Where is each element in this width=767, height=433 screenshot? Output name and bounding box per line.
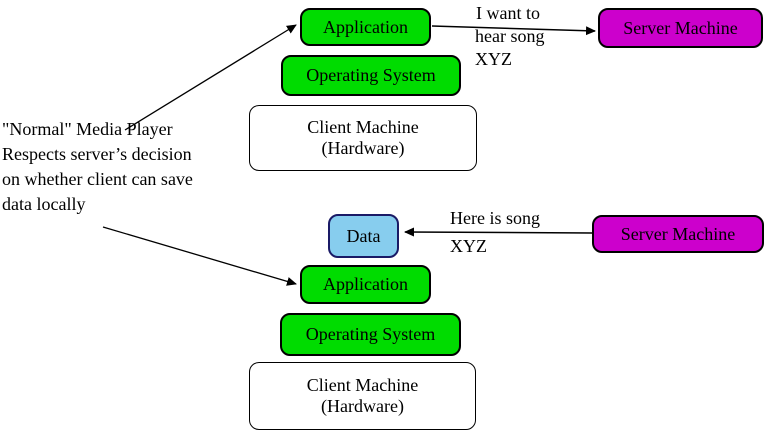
request-message-line2: hear song xyxy=(475,26,545,46)
top-client-machine-label: Client Machine (Hardware) xyxy=(307,117,418,159)
bottom-client-machine-line2: (Hardware) xyxy=(321,396,404,416)
top-client-machine-box: Client Machine (Hardware) xyxy=(249,105,477,171)
response-message-line1: Here is song xyxy=(450,208,540,228)
bottom-operating-system-box: Operating System xyxy=(280,313,461,356)
response-message-line2: XYZ xyxy=(450,236,487,256)
annotation-line-4: data locally xyxy=(2,194,86,214)
arrow-annotation-to-bottom-application xyxy=(102,226,297,286)
request-message-line3: XYZ xyxy=(475,49,512,69)
annotation-line-2: Respects server’s decision xyxy=(2,144,192,164)
bottom-server-machine-label: Server Machine xyxy=(620,223,736,244)
top-operating-system-label: Operating System xyxy=(306,65,436,85)
bottom-client-machine-line1: Client Machine xyxy=(306,375,419,395)
top-server-machine-box: Server Machine xyxy=(598,8,763,48)
top-application-label: Application xyxy=(323,16,408,37)
top-client-machine-line1: Client Machine xyxy=(307,117,419,137)
data-label: Data xyxy=(346,225,381,246)
annotation-line-3: on whether client can save xyxy=(2,169,193,189)
data-box: Data xyxy=(328,214,399,258)
bottom-client-machine-box: Client Machine (Hardware) xyxy=(249,362,476,430)
bottom-operating-system-label: Operating System xyxy=(305,324,436,344)
bottom-application-label: Application xyxy=(323,274,408,294)
annotation-text: "Normal" Media Player Respects server’s … xyxy=(2,117,193,217)
top-operating-system-box: Operating System xyxy=(281,55,461,96)
arrow-response-server-to-data xyxy=(404,227,593,237)
bottom-application-box: Application xyxy=(300,265,431,304)
top-application-box: Application xyxy=(300,8,431,46)
arrow-annotation-to-top-application xyxy=(124,24,297,131)
request-message-line1: I want to xyxy=(476,3,540,23)
bottom-server-machine-box: Server Machine xyxy=(592,215,764,253)
top-server-machine-label: Server Machine xyxy=(623,17,738,38)
bottom-client-machine-label: Client Machine (Hardware) xyxy=(307,375,418,417)
arrow-request-app-to-server xyxy=(431,25,596,36)
annotation-line-1: "Normal" Media Player xyxy=(2,119,173,139)
top-client-machine-line2: (Hardware) xyxy=(321,138,405,158)
